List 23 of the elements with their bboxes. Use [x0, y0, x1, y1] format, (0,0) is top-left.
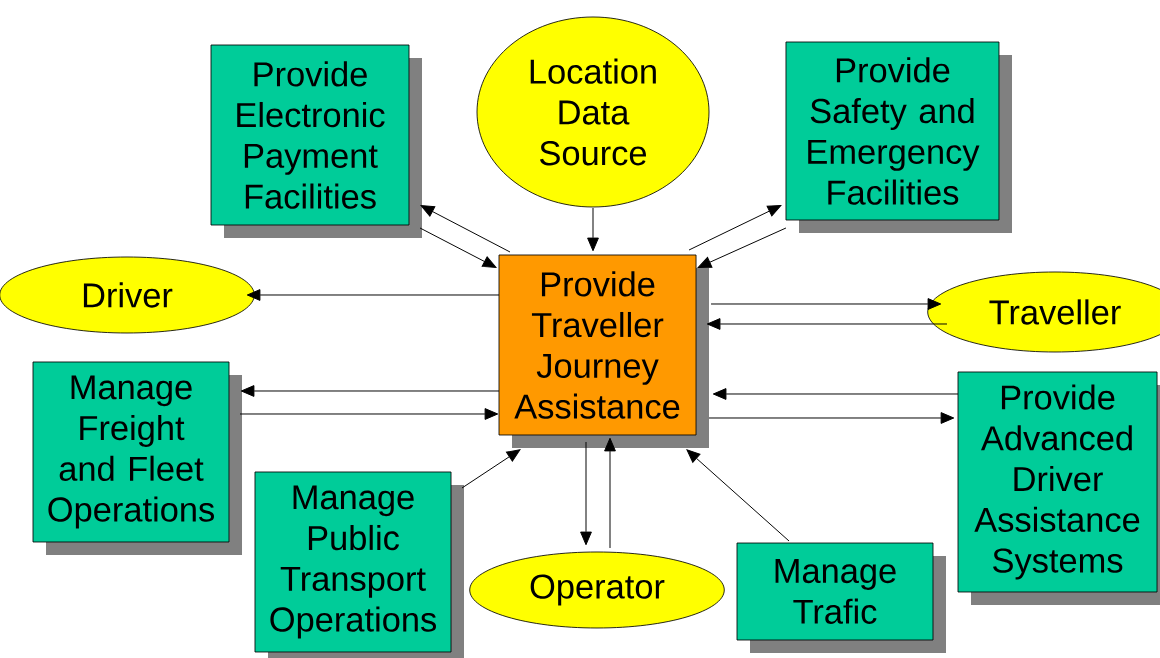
arrow [686, 449, 790, 542]
arrow [708, 412, 955, 424]
process-box: Manage Freight and Fleet Operations [32, 361, 242, 555]
arrow [697, 227, 787, 268]
arrow [420, 205, 511, 253]
arrow [587, 207, 599, 252]
process-box: Provide Traveller Journey Assistance [498, 254, 709, 448]
process-box: Provide Electronic Payment Facilities [210, 44, 422, 238]
process-box: Provide Safety and Emergency Facilities [785, 41, 1012, 233]
process-box: Manage Trafic [736, 542, 946, 653]
arrow [688, 205, 782, 251]
arrow [461, 449, 521, 489]
process-box: Provide Advanced Driver Assistance Systems [957, 371, 1160, 605]
arrow [580, 441, 592, 546]
arrow [712, 388, 959, 400]
arrow [710, 298, 942, 310]
process-box: Manage Public Transport Operations [254, 471, 464, 658]
arrow [706, 318, 948, 330]
arrow [604, 437, 616, 549]
arrow [240, 385, 500, 397]
arrow [419, 227, 497, 268]
arrow [246, 289, 500, 301]
arrow [239, 408, 499, 420]
